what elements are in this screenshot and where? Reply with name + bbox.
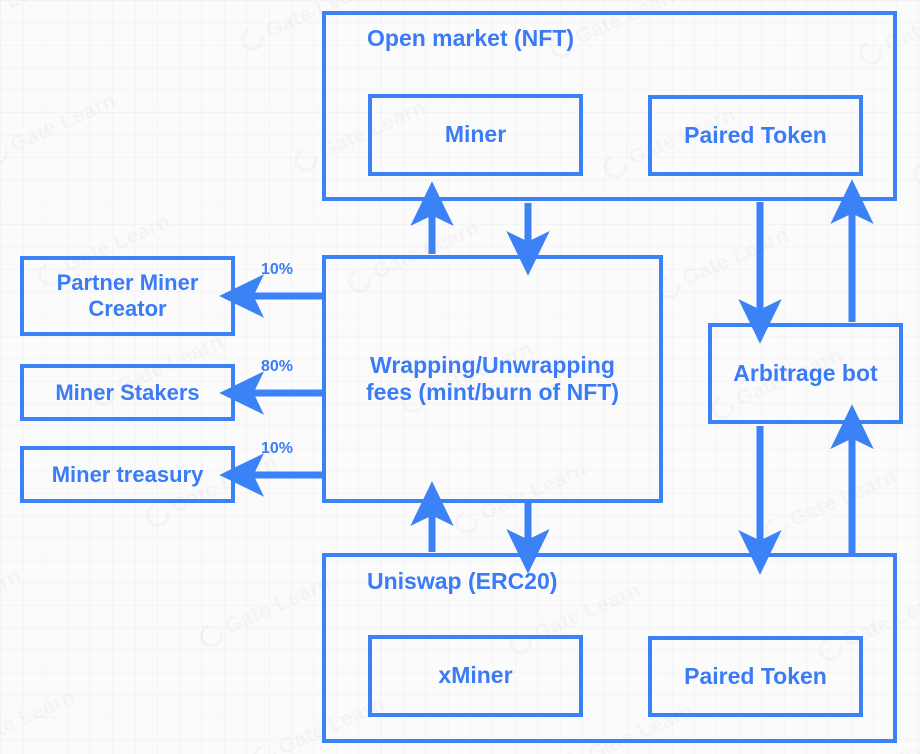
watermark-label: Gate Learn	[893, 705, 920, 754]
gate-logo-icon	[249, 740, 281, 754]
watermark-item: Gate Learn	[653, 223, 793, 303]
gate-logo-icon	[236, 23, 268, 55]
watermark-item: Gate Learn	[0, 685, 79, 754]
gate-logo-icon	[760, 512, 792, 544]
gate-logo-icon	[451, 505, 483, 537]
edge-label-miner-stakers: 80%	[261, 358, 294, 375]
node-uniswap-paired-token-label: Paired Token	[684, 662, 827, 689]
node-arbitrage-bot-label: Arbitrage bot	[733, 359, 878, 386]
edge-label-miner-treasury: 10%	[261, 440, 294, 457]
edge-label-partner-miner-creator: 10%	[261, 261, 294, 278]
watermark-label: Gate Learn	[679, 223, 793, 291]
watermark-label: Gate Learn	[786, 464, 900, 532]
node-uniswap-xminer[interactable]	[368, 635, 583, 717]
node-miner-treasury[interactable]	[20, 446, 235, 503]
node-open-market-miner-label: Miner	[444, 121, 507, 148]
gate-logo-icon	[909, 157, 920, 189]
gate-logo-icon	[141, 499, 173, 531]
watermark-label: Gate Learn	[0, 685, 79, 753]
watermark-item: Gate Learn	[0, 0, 66, 48]
watermark-item: Gate Learn	[760, 464, 900, 544]
group-open-market-title: Open market (NFT)	[367, 25, 575, 51]
watermark-label: Gate Learn	[0, 564, 26, 632]
node-uniswap-paired-token[interactable]	[648, 636, 863, 717]
gate-logo-icon	[0, 137, 12, 169]
node-miner-stakers-label: Miner Stakers	[55, 379, 200, 405]
node-wrapping-fees-label: Wrapping/Unwrapping fees (mint/burn of N…	[366, 351, 619, 405]
node-wrapping-fees[interactable]	[322, 255, 663, 503]
watermark-item: Gate Learn	[909, 109, 920, 189]
watermark-item: Gate Learn	[0, 89, 120, 169]
node-partner-miner-creator-label: Partner Miner Creator	[56, 270, 199, 321]
watermark-item: Gate Learn	[0, 565, 25, 645]
node-partner-miner-creator[interactable]	[20, 256, 235, 336]
group-uniswap[interactable]	[322, 553, 897, 743]
gate-logo-icon	[290, 144, 322, 176]
watermark-item: Gate Learn	[195, 571, 335, 651]
group-uniswap-title: Uniswap (ERC20)	[367, 568, 558, 594]
node-miner-stakers[interactable]	[20, 364, 235, 421]
gate-logo-icon	[195, 619, 227, 651]
node-uniswap-xminer-label: xMiner	[438, 662, 513, 689]
watermark-label: Gate Learn	[221, 571, 335, 639]
node-miner-treasury-label: Miner treasury	[51, 461, 204, 487]
gate-logo-icon	[558, 747, 590, 754]
group-open-market[interactable]	[322, 11, 897, 201]
node-open-market-paired-token[interactable]	[648, 95, 863, 176]
watermark-label: Gate Learn	[6, 89, 120, 157]
node-open-market-miner[interactable]	[368, 94, 583, 176]
node-open-market-paired-token-label: Paired Token	[684, 121, 827, 148]
watermark-label: Gate Learn	[0, 0, 66, 36]
node-arbitrage-bot[interactable]	[708, 323, 903, 424]
